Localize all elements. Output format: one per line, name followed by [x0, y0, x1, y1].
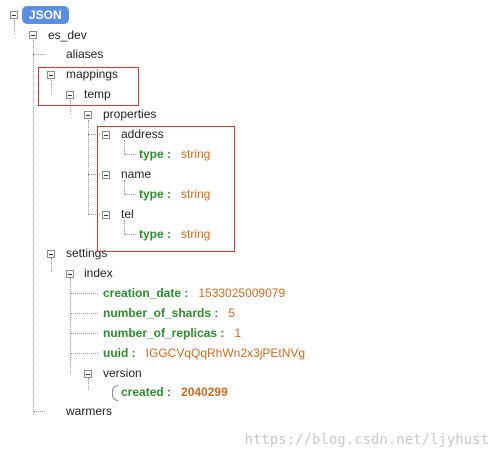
collapse-icon[interactable] [29, 31, 37, 39]
field-key: number_of_shards : [103, 306, 219, 320]
tree-guide [70, 100, 71, 114]
collapse-icon[interactable] [10, 11, 18, 19]
field-value: IGGCVqQqRhWn2x3jPEtNVg [145, 346, 306, 360]
tree-guide [70, 353, 98, 354]
collapse-icon[interactable] [66, 270, 74, 278]
node-mappings[interactable]: mappings [66, 67, 119, 81]
field-value: 1 [234, 326, 242, 340]
tree-guide [88, 134, 100, 135]
tree-guide [70, 278, 71, 374]
collapse-icon[interactable] [47, 250, 55, 258]
node-temp[interactable]: temp [84, 87, 111, 101]
node-tel[interactable]: tel [121, 207, 134, 221]
field-key: uuid : [103, 346, 136, 360]
collapse-icon[interactable] [102, 171, 110, 179]
node-index[interactable]: index [84, 266, 113, 280]
tree-guide [51, 80, 52, 94]
node-version[interactable]: version [103, 366, 142, 380]
node-warmers[interactable]: warmers [66, 404, 113, 418]
tree-guide [33, 411, 45, 412]
tree-guide [33, 54, 45, 55]
field-value: 2040299 [181, 385, 228, 399]
tree-guide [88, 120, 89, 214]
tree-guide [70, 313, 98, 314]
json-root-badge[interactable]: JSON [22, 6, 69, 24]
collapse-icon[interactable] [102, 131, 110, 139]
field-number-of-shards: number_of_shards : 5 [103, 305, 235, 321]
field-uuid: uuid : IGGCVqQqRhWn2x3jPEtNVg [103, 345, 305, 361]
field-value: 5 [228, 306, 236, 320]
field-key: type : [139, 147, 172, 161]
field-value: 1533025009079 [198, 286, 286, 300]
tree-guide [124, 180, 125, 194]
tree-guide [124, 234, 136, 235]
highlight-box-properties [97, 126, 235, 252]
field-creation-date: creation_date : 1533025009079 [103, 285, 285, 301]
field-key: type : [139, 187, 172, 201]
field-address-type: type : string [139, 146, 210, 162]
collapse-icon[interactable] [84, 370, 92, 378]
field-value: string [181, 147, 211, 161]
collapse-icon[interactable] [102, 211, 110, 219]
leaf-bracket-icon [112, 385, 118, 401]
tree-guide [70, 293, 98, 294]
tree-guide [88, 214, 100, 215]
field-number-of-replicas: number_of_replicas : 1 [103, 325, 241, 341]
watermark: https://blog.csdn.net/ljyhust [244, 432, 489, 448]
field-name-type: type : string [139, 186, 210, 202]
tree-guide [124, 220, 125, 234]
tree-guide [70, 333, 98, 334]
node-address[interactable]: address [121, 127, 164, 141]
tree-guide [88, 378, 89, 390]
field-key: created : [121, 385, 172, 399]
tree-guide [124, 154, 136, 155]
field-key: type : [139, 227, 172, 241]
collapse-icon[interactable] [47, 71, 55, 79]
collapse-icon[interactable] [84, 111, 92, 119]
tree-guide [124, 140, 125, 154]
node-es-dev[interactable]: es_dev [48, 28, 87, 42]
tree-guide [124, 194, 136, 195]
node-aliases[interactable]: aliases [66, 47, 104, 61]
node-properties[interactable]: properties [103, 107, 157, 121]
field-value: string [181, 227, 211, 241]
field-value: string [181, 187, 211, 201]
field-key: number_of_replicas : [103, 326, 225, 340]
field-key: creation_date : [103, 286, 189, 300]
tree-guide [14, 20, 15, 34]
tree-guide [51, 258, 52, 272]
tree-guide [33, 40, 34, 414]
collapse-icon[interactable] [66, 91, 74, 99]
field-created: created : 2040299 [121, 384, 228, 400]
tree-guide [88, 174, 100, 175]
highlight-box-mappings [38, 67, 139, 106]
field-tel-type: type : string [139, 226, 210, 242]
node-name[interactable]: name [121, 167, 152, 181]
